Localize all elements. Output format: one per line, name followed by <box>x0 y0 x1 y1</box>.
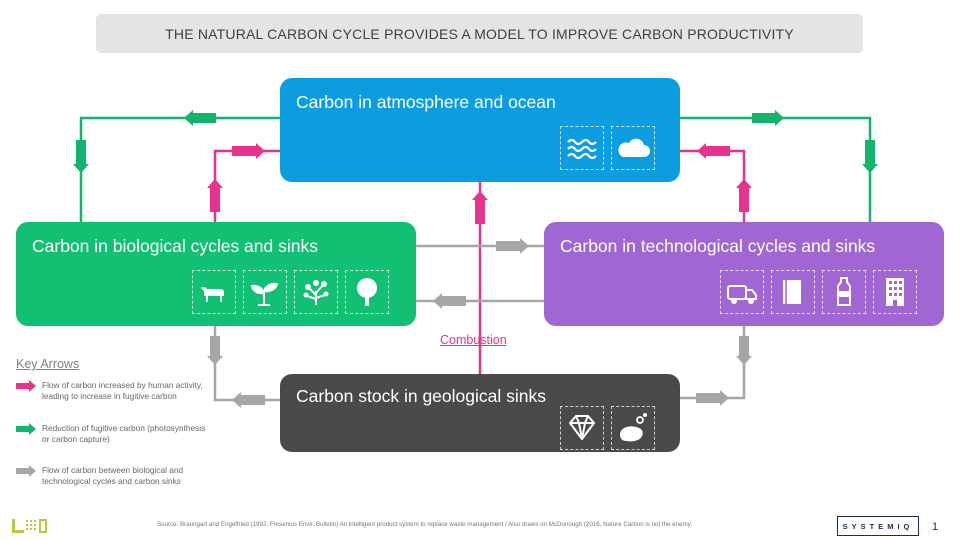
geological-box-title: Carbon stock in geological sinks <box>296 386 546 406</box>
cloud-icon <box>611 126 655 170</box>
key-text-green: Reduction of fugitive carbon (photosynth… <box>42 423 206 444</box>
key-text-gray: Flow of carbon between biological and te… <box>42 465 184 486</box>
green-key-arrow-icon <box>16 423 36 435</box>
key-item-gray: Flow of carbon between biological and te… <box>16 465 212 486</box>
waves-icon <box>560 126 604 170</box>
green-arrow-left-horizontal <box>184 110 216 126</box>
key-arrows-title: Key Arrows <box>16 357 80 371</box>
green-arrow-right-horizontal <box>752 110 784 126</box>
pink-arrow-combustion <box>472 191 488 224</box>
geological-sinks-box: Carbon stock in geological sinks <box>280 374 680 452</box>
pink-arrow-right-vertical <box>736 179 752 212</box>
pink-arrow-right-horizontal <box>697 143 730 159</box>
oil-icon <box>611 406 655 450</box>
gray-key-arrow-icon <box>16 465 36 477</box>
biological-box-title: Carbon in biological cycles and sinks <box>32 236 318 256</box>
plant-icon <box>294 270 338 314</box>
biological-cycles-box: Carbon in biological cycles and sinks <box>16 222 416 326</box>
combustion-label: Combustion <box>440 333 507 347</box>
seedling-icon <box>243 270 287 314</box>
technological-box-title: Carbon in technological cycles and sinks <box>560 236 876 256</box>
green-connector-left <box>79 116 280 222</box>
pink-arrow-left-horizontal <box>232 143 265 159</box>
book-icon <box>771 270 815 314</box>
gray-arrow-tech-down <box>736 336 752 365</box>
diamond-icon <box>560 406 604 450</box>
gray-arrow-geo-left <box>232 392 265 408</box>
pink-connector-right <box>680 149 746 222</box>
pink-arrow-left-vertical <box>207 179 223 212</box>
technological-cycles-box: Carbon in technological cycles and sinks <box>544 222 944 326</box>
key-item-green: Reduction of fugitive carbon (photosynth… <box>16 423 212 444</box>
gray-arrow-bio-down <box>207 336 223 365</box>
tree-icon <box>345 270 389 314</box>
atmosphere-box-title: Carbon in atmosphere and ocean <box>296 92 556 112</box>
brand-logo-icon <box>12 519 47 533</box>
gray-connector-bio-to-geo <box>213 326 280 402</box>
atmosphere-ocean-box: Carbon in atmosphere and ocean <box>280 78 680 182</box>
page-number: 1 <box>932 521 939 533</box>
green-arrow-right-vertical <box>862 140 878 173</box>
gray-connector-geo-to-tech <box>680 326 746 400</box>
key-item-pink: Flow of carbon increased by human activi… <box>16 380 212 401</box>
gray-arrow-bio-to-tech <box>496 238 529 254</box>
pink-connector-left <box>213 149 280 222</box>
cow-icon <box>192 270 236 314</box>
green-connector-right <box>680 116 872 222</box>
green-arrow-left-vertical <box>73 140 89 173</box>
systemiq-logo: SYSTEMIQ <box>837 516 919 536</box>
gray-arrow-geo-right <box>696 390 729 406</box>
building-icon <box>873 270 917 314</box>
key-text-pink: Flow of carbon increased by human activi… <box>42 380 203 401</box>
pink-key-arrow-icon <box>16 380 36 392</box>
bottle-icon <box>822 270 866 314</box>
truck-icon <box>720 270 764 314</box>
page-title: THE NATURAL CARBON CYCLE PROVIDES A MODE… <box>96 14 863 53</box>
source-citation: Source: Braungart and Engelfried (1992, … <box>157 521 693 528</box>
gray-arrow-tech-to-bio <box>433 293 466 309</box>
